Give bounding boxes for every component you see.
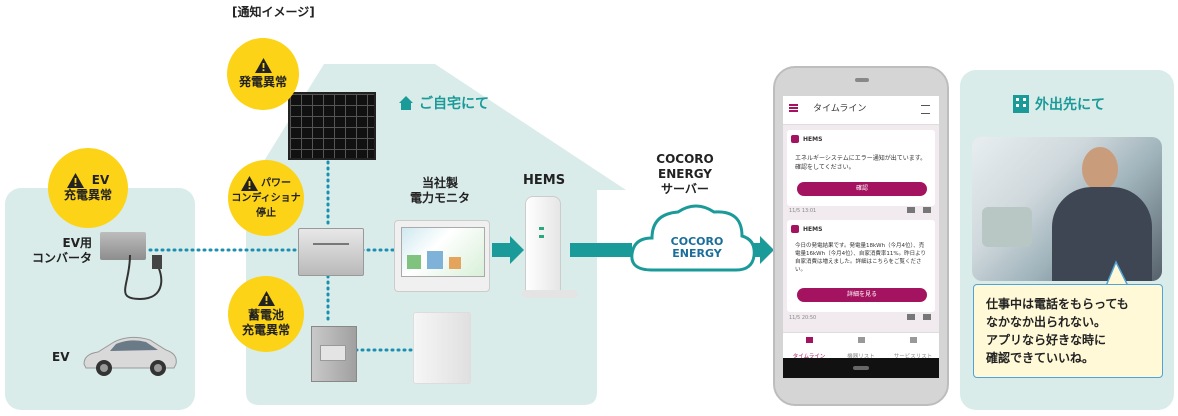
ev-alert-line1: EV — [91, 173, 110, 187]
monitor-label-line2: 電力モニタ — [409, 191, 470, 205]
timeline-card: HEMS エネルギーシステムにエラー通知が出ています。確認をしてください。 確認 — [787, 130, 935, 206]
dislike-icon[interactable] — [923, 207, 931, 213]
timeline-icon — [805, 337, 813, 343]
server-label-line3: サーバー — [661, 182, 709, 196]
charging-cable-image — [124, 255, 163, 301]
card-body: エネルギーシステムにエラー通知が出ています。確認をしてください。 — [795, 155, 927, 171]
battery-alert-line1: 蓄電池 — [247, 307, 284, 322]
speech-tail — [1105, 260, 1129, 287]
speech-line1: 仕事中は電話をもらっても — [986, 297, 1129, 311]
warning-icon — [257, 290, 275, 306]
battery-alert-line2: 充電異常 — [241, 322, 290, 337]
cloud-icon — [630, 204, 756, 272]
app-title: タイムライン — [813, 104, 867, 114]
card-time: 11/5 20:50 — [789, 315, 817, 321]
details-button[interactable]: 詳細を見る — [797, 288, 927, 302]
ev-alert-bubble: EV 充電異常 — [48, 148, 128, 228]
tab-device-list-label: 機器リスト — [847, 354, 875, 360]
ev-alert-line2: 充電異常 — [63, 188, 112, 202]
warning-icon — [66, 173, 84, 188]
ev-converter-label-line1: EV用 — [62, 236, 93, 250]
warning-icon — [241, 175, 258, 191]
power-conditioner-alert-line2: コンディショナ — [231, 192, 301, 204]
card-sender: HEMS — [803, 136, 823, 143]
card-body: 今日の発電結果です。発電量18kWh（今月4位）、売電量16kWh（今月4位）、… — [795, 243, 926, 273]
ev-car-image — [83, 336, 177, 376]
outside-title: 外出先にて — [1035, 97, 1105, 113]
monitor-label: 当社製 電力モニタ — [400, 176, 480, 206]
businessman-photo — [972, 137, 1162, 281]
hems-app-icon — [791, 135, 799, 143]
power-conditioner-alert-line3: 停止 — [256, 207, 276, 219]
phone-screen: タイムライン HEMS エネルギーシステムにエラー通知が出ています。確認をしてく… — [783, 96, 939, 378]
hems-label: HEMS — [523, 173, 566, 188]
card-time: 11/5 13:01 — [789, 208, 817, 214]
speech-line2: なかなか出られない。 — [986, 315, 1107, 329]
ev-label: EV — [52, 350, 70, 364]
dotted-connectors — [148, 160, 414, 352]
solar-alert-text: 発電異常 — [238, 75, 287, 89]
speech-bubble: 仕事中は電話をもらっても なかなか出られない。 アプリなら好きな時に 確認できて… — [973, 284, 1163, 378]
house-icon — [399, 96, 413, 110]
power-conditioner-alert-line1: パワー — [261, 177, 291, 189]
home-title: ご自宅にて — [419, 96, 489, 112]
monitor-label-line1: 当社製 — [421, 176, 458, 190]
confirm-button[interactable]: 確認 — [797, 182, 927, 196]
server-label-line2: ENERGY — [658, 167, 712, 181]
cloud-label-line2: ENERGY — [672, 247, 722, 260]
hems-app-icon — [791, 225, 799, 233]
grid-icon — [909, 337, 917, 343]
dislike-icon[interactable] — [923, 314, 931, 320]
like-icon[interactable] — [907, 314, 915, 320]
tab-service-list[interactable]: サービスリスト — [887, 333, 939, 360]
solar-panel-image — [288, 92, 376, 160]
like-icon[interactable] — [907, 207, 915, 213]
system-nav-bar — [783, 358, 939, 378]
timeline-card: HEMS 今日の発電結果です。発電量18kWh（今月4位）、売電量16kWh（今… — [787, 220, 935, 312]
tab-timeline[interactable]: タイムライン — [783, 333, 835, 360]
ev-converter-label: EV用 コンバータ — [32, 236, 93, 266]
speech-line3: アプリなら好きな時に — [986, 333, 1107, 347]
power-monitor-image — [394, 220, 490, 292]
building-icon — [1013, 95, 1029, 113]
menu-icon[interactable] — [789, 104, 798, 112]
ev-converter-image — [100, 232, 146, 260]
server-label-line1: COCORO — [656, 152, 714, 166]
home-title-group: ご自宅にて — [398, 93, 489, 113]
server-label: COCORO ENERGY サーバー — [640, 152, 730, 197]
teal-arrows — [492, 236, 774, 264]
hems-device-image — [525, 196, 561, 294]
solar-alert-bubble: 発電異常 — [227, 38, 299, 110]
cloud-label-line1: COCORO — [670, 235, 724, 248]
hems-stand — [522, 290, 578, 298]
home-pill-icon[interactable] — [853, 366, 869, 370]
cloud-label: COCORO ENERGY — [652, 236, 742, 260]
speech-line4: 確認できていいね。 — [986, 351, 1095, 365]
warning-icon — [254, 58, 272, 73]
ev-converter-label-line2: コンバータ — [31, 251, 92, 265]
house-icon — [857, 337, 865, 343]
card-sender: HEMS — [803, 226, 823, 233]
power-conditioner-image — [298, 228, 364, 276]
page-title: [通知イメージ] — [232, 5, 315, 19]
battery-alert-bubble: 蓄電池 充電異常 — [228, 276, 304, 352]
bottom-nav: タイムライン 機器リスト サービスリスト — [783, 332, 939, 360]
tab-device-list[interactable]: 機器リスト — [835, 333, 887, 360]
filter-icon[interactable] — [921, 105, 930, 114]
tab-service-list-label: サービスリスト — [893, 354, 933, 360]
tab-timeline-label: タイムライン — [792, 354, 826, 360]
storage-battery-image — [311, 326, 357, 382]
battery-unit-image — [413, 312, 471, 384]
power-conditioner-alert-bubble: パワー コンディショナ 停止 — [228, 160, 304, 236]
outside-title-group: 外出先にて — [1013, 94, 1105, 114]
